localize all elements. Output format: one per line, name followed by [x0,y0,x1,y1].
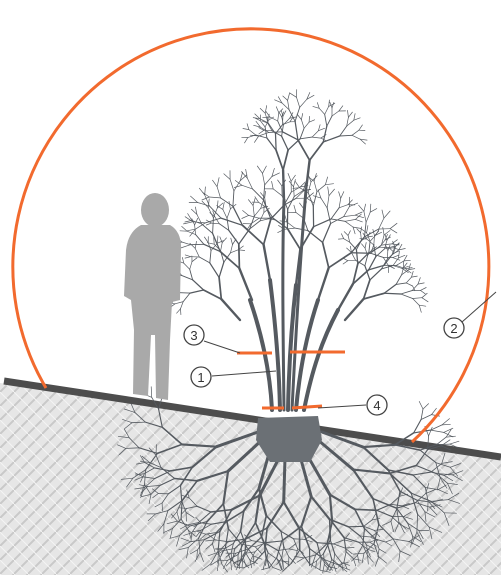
callout-3: 3 [184,325,204,345]
callout-2-label: 2 [450,321,457,336]
tree-stems [250,190,338,410]
person-silhouette-icon [124,193,181,400]
root-ball [256,416,322,462]
callout-1-label: 1 [197,370,204,385]
callout-1: 1 [191,367,211,387]
callout-2: 2 [444,318,464,338]
base-mark-right [292,406,322,408]
callout-4: 4 [367,395,387,415]
callout-3-label: 3 [190,328,197,343]
callout-leaders [204,292,496,408]
callout-4-label: 4 [373,398,380,413]
protection-zone-arc [13,29,489,442]
